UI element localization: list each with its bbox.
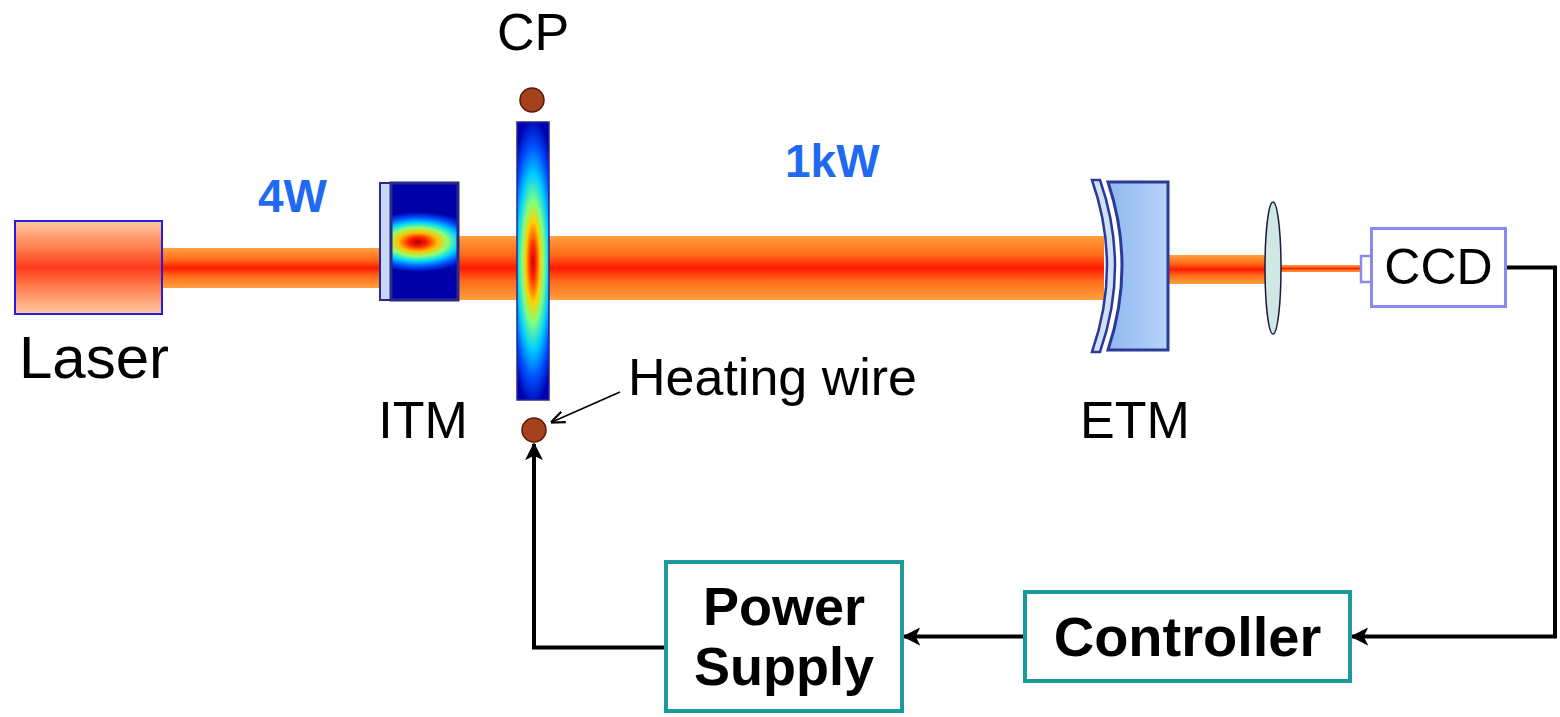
plate-node: CP [515, 86, 553, 444]
laser-beam [160, 248, 382, 288]
input-mirror [391, 183, 458, 300]
heating-wire-dot [522, 418, 546, 442]
signal-arrow [904, 635, 1023, 639]
process-box: Controller [1023, 590, 1352, 683]
compensation-plate [517, 122, 549, 400]
signal-arrow [534, 444, 664, 648]
cavity-beam [456, 236, 1104, 300]
power-label: 4W [258, 173, 327, 219]
mirror-coating [380, 183, 391, 300]
lens [1265, 202, 1281, 334]
mirror-coating [1092, 180, 1115, 352]
part-label: Heating wire [628, 351, 917, 403]
laser-box: Laser [14, 220, 163, 315]
mirror-node: ETM [1088, 178, 1172, 354]
node-label: CCD [1384, 240, 1492, 295]
process-box: Power Supply [664, 560, 904, 713]
part-name: CP [497, 6, 569, 58]
part-name: Laser [19, 328, 169, 388]
power-label: 1kW [785, 138, 880, 184]
focused-beam [1278, 265, 1362, 272]
transmitted-beam [1166, 255, 1270, 284]
leader-line [552, 392, 620, 422]
node-label: Controller [1054, 606, 1322, 668]
node-label: Power Supply [674, 577, 894, 696]
part-name: ITM [378, 394, 468, 446]
end-mirror [1108, 182, 1168, 350]
signal-arrow [1352, 268, 1555, 637]
mirror-node: ITM [378, 182, 460, 302]
part-name: ETM [1080, 394, 1190, 446]
camera-box: CCD [1370, 227, 1507, 308]
heating-wire-dot [520, 88, 544, 112]
